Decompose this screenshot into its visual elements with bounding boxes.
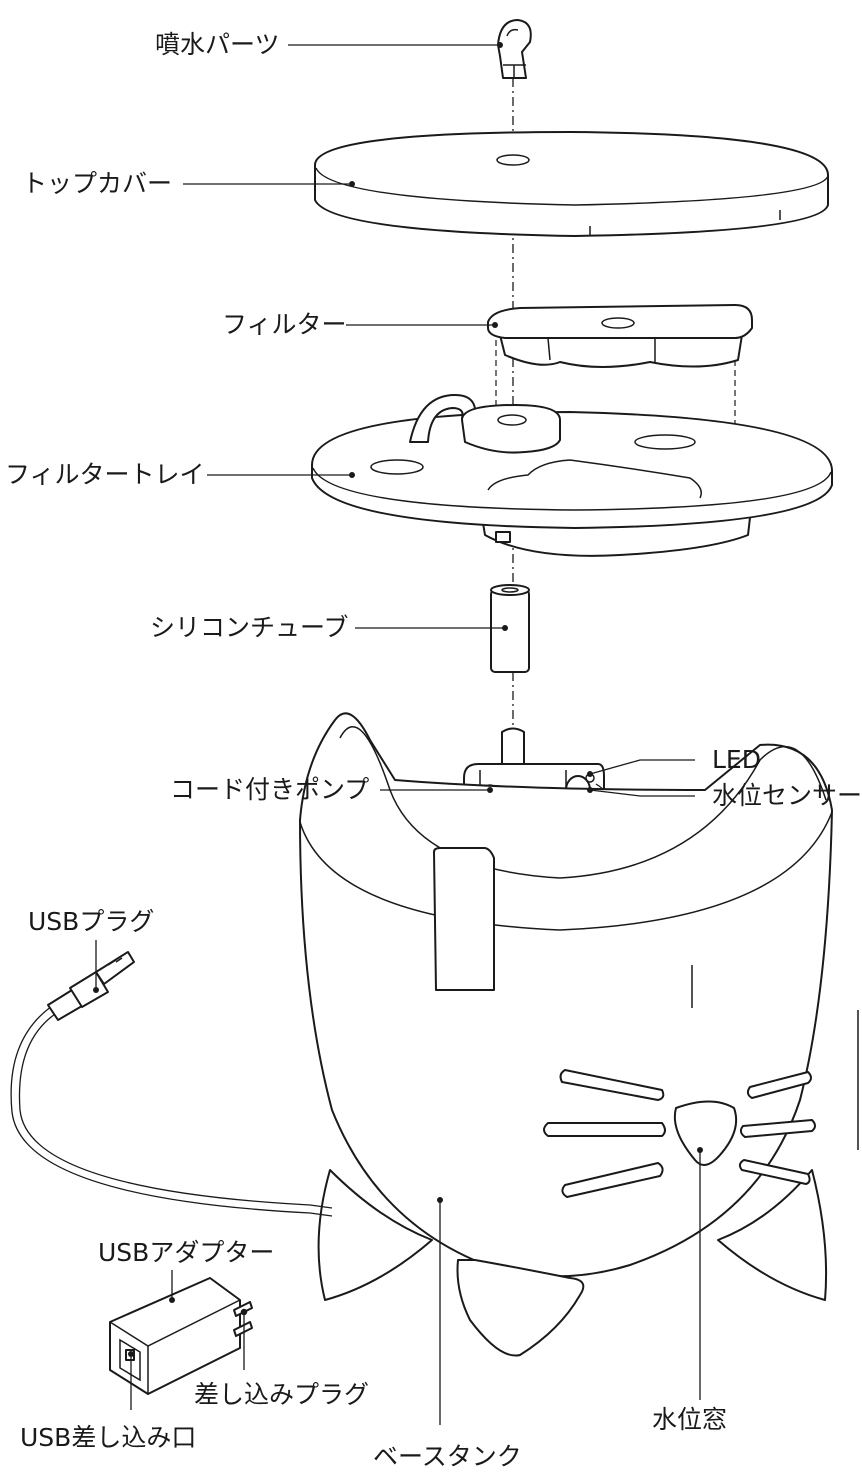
silicone-tube <box>490 584 530 673</box>
label-fountain-nozzle: 噴水パーツ <box>155 30 280 59</box>
label-corded-pump: コード付きポンプ <box>170 775 370 804</box>
label-filter-tray: フィルタートレイ <box>5 460 205 489</box>
usb-plug-and-cable <box>10 951 333 1217</box>
filter <box>487 304 753 368</box>
top-cover <box>314 131 829 237</box>
fountain-nozzle <box>497 19 532 79</box>
filter-tray <box>311 394 833 557</box>
label-water-level-sensor: 水位センサー <box>712 781 862 810</box>
leader-lines <box>93 42 703 1425</box>
label-usb-port: USB差し込み口 <box>20 1423 197 1452</box>
label-top-cover: トップカバー <box>22 169 173 198</box>
label-base-tank: ベースタンク <box>373 1442 522 1471</box>
label-led: LED <box>712 745 761 774</box>
label-water-level-window: 水位窓 <box>652 1405 728 1434</box>
label-usb-plug: USBプラグ <box>28 907 155 936</box>
label-usb-adapter: USBアダプター <box>98 1238 275 1267</box>
label-filter: フィルター <box>222 310 347 339</box>
label-silicone-tube: シリコンチューブ <box>150 613 349 642</box>
base-tank <box>299 712 859 1357</box>
label-outlet-plug: 差し込みプラグ <box>194 1380 370 1409</box>
